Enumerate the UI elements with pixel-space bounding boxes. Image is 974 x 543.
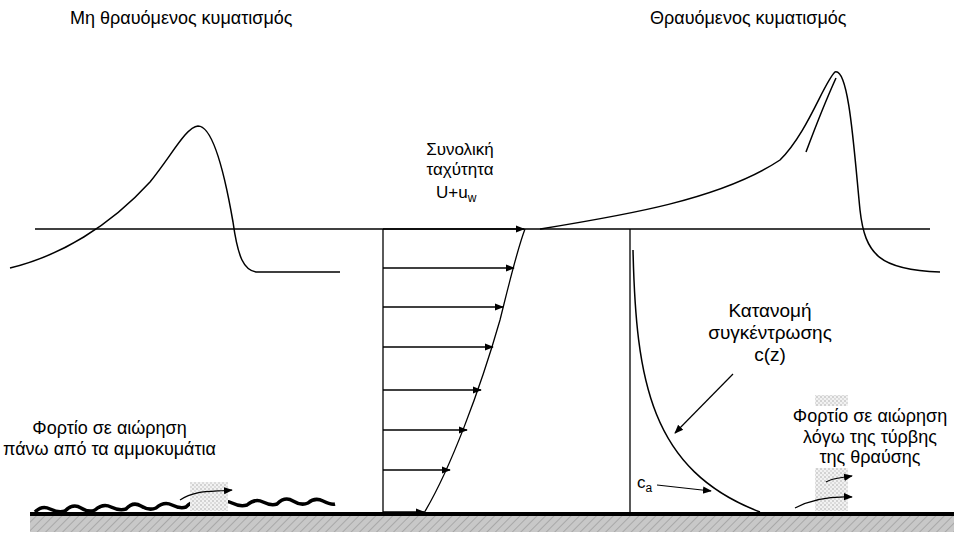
text-line: Κατανομή (708, 300, 832, 322)
note-label: Φορτίο σε αιώρηση πάνω από τα αμμοκυμάτι… (3, 418, 216, 459)
breaking-crest (806, 78, 836, 152)
text-line: c(z) (708, 344, 832, 366)
non-breaking-wave (10, 126, 340, 272)
subscript: a (646, 482, 653, 496)
text-line: λόγω της τύρβης (793, 427, 947, 448)
sand-ripples (35, 499, 335, 512)
subscript: w (468, 192, 477, 206)
text-line: Φορτίο σε αιώρηση (793, 406, 947, 427)
symbol-label: c (637, 473, 646, 493)
water-line (35, 228, 930, 229)
text-line: Φορτίο σε αιώρηση (3, 418, 216, 439)
velocity-profile (383, 229, 525, 514)
text-line: συγκέντρωσης (708, 322, 832, 344)
profile-label: Συνολική ταχύτητα (426, 140, 494, 179)
seabed-line (30, 512, 954, 516)
profile-label: U+u (436, 183, 468, 203)
panel-title: Θραυόμενος κυματισμός (650, 8, 846, 29)
text-line: της θραύσης (793, 447, 947, 468)
concentration-profile (630, 229, 760, 514)
profile-label: Κατανομή συγκέντρωσης c(z) (708, 300, 832, 366)
text-line: ταχύτητα (426, 160, 494, 180)
note-label: Φορτίο σε αιώρηση λόγω της τύρβης της θρ… (793, 406, 947, 468)
text-line: πάνω από τα αμμοκυμάτια (3, 439, 216, 460)
text-line: Συνολική (426, 140, 494, 160)
panel-title: Μη θραυόμενος κυματισμός (70, 8, 293, 29)
ripple-suspension (180, 482, 232, 511)
seabed-band (30, 515, 954, 532)
breaking-wave (540, 72, 940, 272)
